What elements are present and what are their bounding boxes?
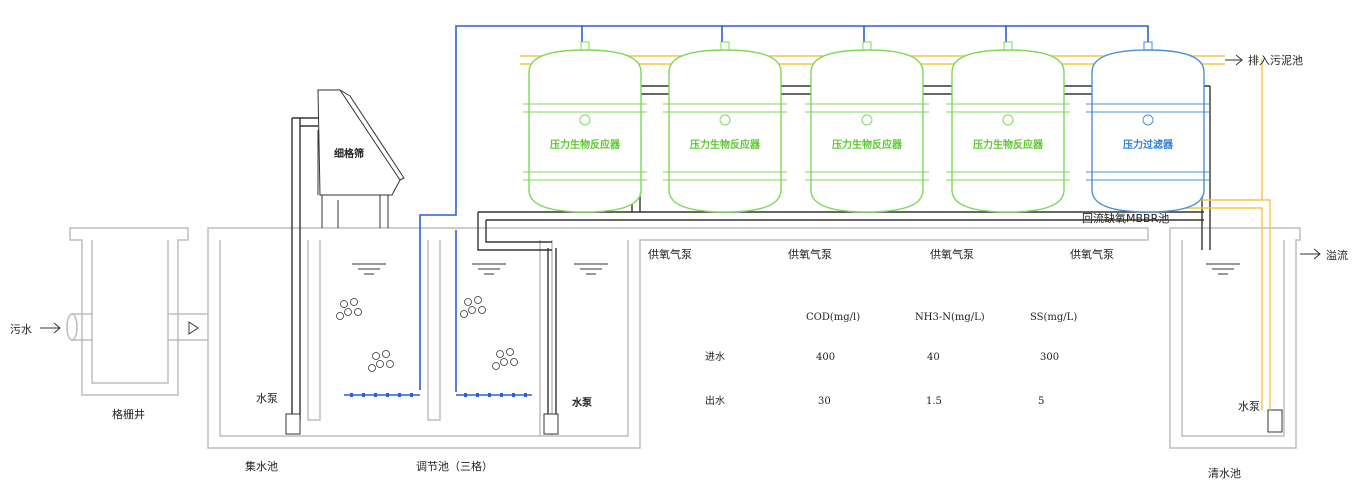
label-fine-screen: 细格筛	[334, 147, 364, 160]
label-clear-tank: 清水池	[1208, 467, 1241, 480]
reactor-label: 压力生物反应器	[973, 138, 1044, 151]
pressure-bioreactor: 压力生物反应器	[946, 41, 1070, 213]
reactor-label: 压力生物反应器	[832, 138, 903, 151]
label-pump2: 水泵	[571, 396, 593, 409]
table-row-label: 出水	[705, 394, 725, 407]
pressure-bioreactor: 压力生物反应器	[805, 41, 929, 213]
air-pump-label: 供氧气泵	[648, 247, 692, 261]
water-level-marks	[352, 263, 1240, 275]
reactor-label: 压力生物反应器	[550, 138, 621, 151]
table-header: SS(mg/L)	[1030, 312, 1077, 323]
pressure-bioreactor: 压力生物反应器	[523, 41, 647, 213]
label-pump3: 水泵	[1238, 400, 1260, 413]
air-bubbles	[336, 296, 518, 372]
air-pipe-blue	[344, 25, 1149, 396]
aeration-diffusers	[350, 393, 527, 397]
air-pump-label: 供氧气泵	[788, 247, 832, 261]
label-overflow: 溢流	[1326, 248, 1348, 262]
flow-arrows	[40, 54, 1321, 335]
inlet-pipe	[66, 313, 92, 341]
table-row-label: 进水	[705, 351, 725, 363]
reactor-label: 压力生物反应器	[690, 138, 761, 151]
label-pump1: 水泵	[256, 392, 278, 405]
label-collection-tank: 集水池	[245, 459, 278, 473]
label-discharge-sludge: 排入污泥池	[1248, 53, 1303, 67]
table-header: NH3-N(mg/L)	[915, 312, 985, 323]
label-regulating-tank: 调节池（三格）	[416, 459, 493, 473]
air-pump-label: 供氧气泵	[930, 247, 974, 261]
table-cell: 5	[1038, 396, 1044, 407]
table-cell: 30	[818, 396, 831, 407]
pressure-filter: 压力过滤器	[1086, 41, 1210, 213]
label-inlet: 污水	[10, 323, 32, 336]
air-pump-label: 供氧气泵	[1070, 247, 1114, 261]
tank-walls	[69, 227, 1301, 449]
label-grille-well: 格栅井	[112, 407, 145, 421]
quality-table: COD(mg/l) NH3-N(mg/L) SS(mg/L) 进水 400 40…	[705, 312, 1077, 407]
table-cell: 1.5	[926, 396, 942, 407]
fine-screen	[317, 89, 405, 228]
label-reflux: 回流缺氧MBBR池	[1082, 211, 1169, 225]
table-cell: 300	[1040, 352, 1059, 363]
table-cell: 40	[927, 352, 940, 363]
reactor-label: 压力过滤器	[1123, 138, 1174, 151]
pumps	[285, 409, 1283, 435]
table-header: COD(mg/l)	[806, 312, 860, 323]
table-cell: 400	[816, 352, 835, 363]
reactor-group: 压力生物反应器 压力生物反应器 压力生物反应器 压力生物反应器 压力过滤器	[523, 41, 1210, 213]
pressure-bioreactor: 压力生物反应器	[663, 41, 787, 213]
